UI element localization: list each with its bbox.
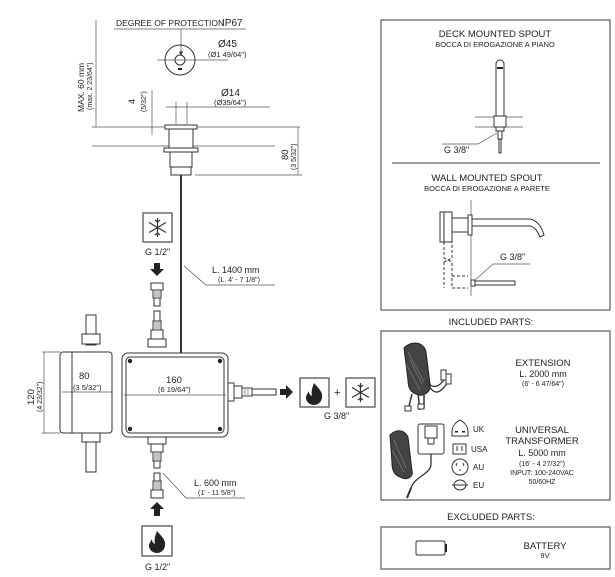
- outlet-hose: [251, 388, 277, 396]
- extension-cable-item: EXTENSION L. 2000 mm (6' - 6 47/64"): [403, 342, 571, 412]
- hole-diameter: Ø14: [221, 88, 240, 99]
- box-side-depth-in: (3 5/32"): [73, 383, 102, 392]
- wall-spout: WALL MOUNTED SPOUT BOCCA DI EROGAZIONE A…: [424, 173, 550, 296]
- flame-icon: [149, 531, 166, 553]
- control-box-front-view: 160 (6 19/64"): [121, 352, 277, 499]
- plug-uk: UK: [451, 419, 485, 437]
- cold-water-icon-box: [142, 212, 173, 243]
- flange-height-in: (5/32"): [141, 91, 148, 112]
- protection-value: IP67: [222, 18, 243, 29]
- transformer-frequency: 50/60HZ: [529, 479, 557, 486]
- sensor-flange: [164, 124, 198, 130]
- max-thickness-in: (max. 2 23/64"): [87, 62, 94, 110]
- hot-hose-length: L. 600 mm: [194, 478, 237, 488]
- battery-item: BATTERY 9V: [415, 540, 568, 560]
- transformer-icon: [389, 423, 445, 499]
- outlet-plus: +: [334, 387, 340, 399]
- hot-inlet: L. 600 mm (1' - 11 5/8") G 1/2": [141, 472, 245, 572]
- spout-options-panel: [380, 19, 611, 311]
- deck-spout: DECK MOUNTED SPOUT BOCCA DI EROGAZIONE A…: [435, 29, 555, 155]
- snowflake-icon: [148, 218, 167, 237]
- flame-icon: [306, 383, 323, 405]
- control-box-side: [59, 351, 113, 434]
- cable-length-callout: L. 1400 mm (L. 4' - 7 1/8"): [183, 265, 275, 286]
- transformer-input: INPUT: 100-240VAC: [510, 470, 574, 477]
- cable-length-in: (L. 4' - 7 1/8"): [218, 277, 260, 284]
- body-height: 80: [280, 149, 291, 160]
- cover-diameter-in: (Ø1 49/64"): [208, 50, 247, 59]
- coiled-cable-icon: [403, 342, 452, 412]
- deck-spout-body: [495, 59, 505, 117]
- hole-diameter-in: (Ø35/64"): [214, 98, 247, 107]
- control-box-side-view: 80 (3 5/32") 120 (4 23/32"): [26, 314, 113, 473]
- plug-usa: USA: [452, 443, 488, 455]
- box-width: 160: [166, 375, 182, 386]
- transformer-length: L. 5000 mm: [518, 448, 566, 458]
- plug-label-usa: USA: [471, 445, 488, 454]
- battery-icon: [415, 540, 446, 556]
- deck-spout-thread: G 3/8": [444, 145, 469, 155]
- extension-name: EXTENSION: [516, 358, 571, 369]
- usa-plug-icon: [452, 443, 467, 455]
- included-parts-heading: INCLUDED PARTS:: [449, 317, 534, 328]
- sensor-led: [178, 68, 182, 70]
- transformer-length-in: (16' - 4 27/32"): [519, 461, 565, 468]
- cable-length: L. 1400 mm: [212, 265, 260, 275]
- deck-spout-title: DECK MOUNTED SPOUT: [439, 29, 552, 40]
- box-height-in: (4 23/32"): [37, 381, 44, 412]
- wall-spout-subtitle: BOCCA DI EROGAZIONE A PARETE: [424, 184, 550, 193]
- box-height: 120: [26, 389, 37, 405]
- included-parts-panel: [380, 330, 611, 501]
- transformer-item: UK USA AU EU UNIVERSAL TRANSFORMER L. 50…: [389, 419, 579, 499]
- outlet-group: + G 3/8": [280, 377, 376, 421]
- box-width-in: (6 19/64"): [158, 385, 191, 394]
- plug-label-eu: EU: [473, 481, 484, 490]
- sensor-nut-washer: [163, 147, 199, 153]
- extension-length: L. 2000 mm: [519, 369, 567, 379]
- au-plug-icon: [451, 458, 469, 476]
- hot-inlet-arrow-icon: [150, 502, 164, 516]
- box-side-depth: 80: [79, 371, 90, 382]
- sensor-bottom: [170, 166, 192, 176]
- snowflake-icon: [351, 383, 370, 402]
- hot-hose-length-in: (1' - 11 5/8"): [198, 490, 236, 497]
- plug-au: AU: [451, 458, 484, 476]
- flange-height: 4: [127, 99, 137, 104]
- extension-length-in: (6' - 6 47/64"): [522, 381, 564, 388]
- outlet-thread: G 3/8": [324, 411, 349, 421]
- deck-spout-subtitle: BOCCA DI EROGAZIONE A PIANO: [435, 40, 555, 49]
- hot-inlet-thread: G 1/2": [145, 562, 170, 572]
- battery-name: BATTERY: [524, 541, 568, 552]
- plug-eu: EU: [452, 479, 484, 491]
- sensor-side-view: MAX. 60 mm (max. 2 23/64") 4 (5/32") Ø14…: [76, 20, 302, 176]
- body-height-in: (3 5/32"): [291, 143, 298, 170]
- transformer-name-line2: TRANSFORMER: [505, 436, 579, 447]
- protection-label: DEGREE OF PROTECTION: [116, 18, 224, 28]
- cold-inlet-arrow-icon: [150, 263, 164, 276]
- cover-diameter: Ø45: [218, 39, 237, 50]
- uk-plug-icon: [451, 419, 469, 437]
- battery-voltage: 9V: [540, 551, 549, 560]
- cold-inlet: G 1/2": [142, 212, 173, 348]
- plug-label-au: AU: [473, 463, 484, 472]
- excluded-parts-panel: [380, 526, 611, 570]
- wall-spout-thread: G 3/8": [500, 252, 525, 262]
- sensor-thread: [169, 151, 193, 168]
- plug-label-uk: UK: [473, 425, 485, 434]
- max-thickness: MAX. 60 mm: [76, 63, 86, 112]
- sensor-top-view: DEGREE OF PROTECTION IP67 Ø45 (Ø1 49/64"…: [114, 18, 247, 76]
- wall-spout-title: WALL MOUNTED SPOUT: [431, 173, 542, 184]
- wall-spout-body: [472, 218, 545, 238]
- sensor-body: [168, 128, 194, 150]
- outlet-arrow-icon: [280, 385, 293, 399]
- excluded-parts-heading: EXCLUDED PARTS:: [447, 512, 535, 523]
- transformer-name-line1: UNIVERSAL: [515, 425, 569, 436]
- cold-inlet-thread: G 1/2": [145, 247, 170, 257]
